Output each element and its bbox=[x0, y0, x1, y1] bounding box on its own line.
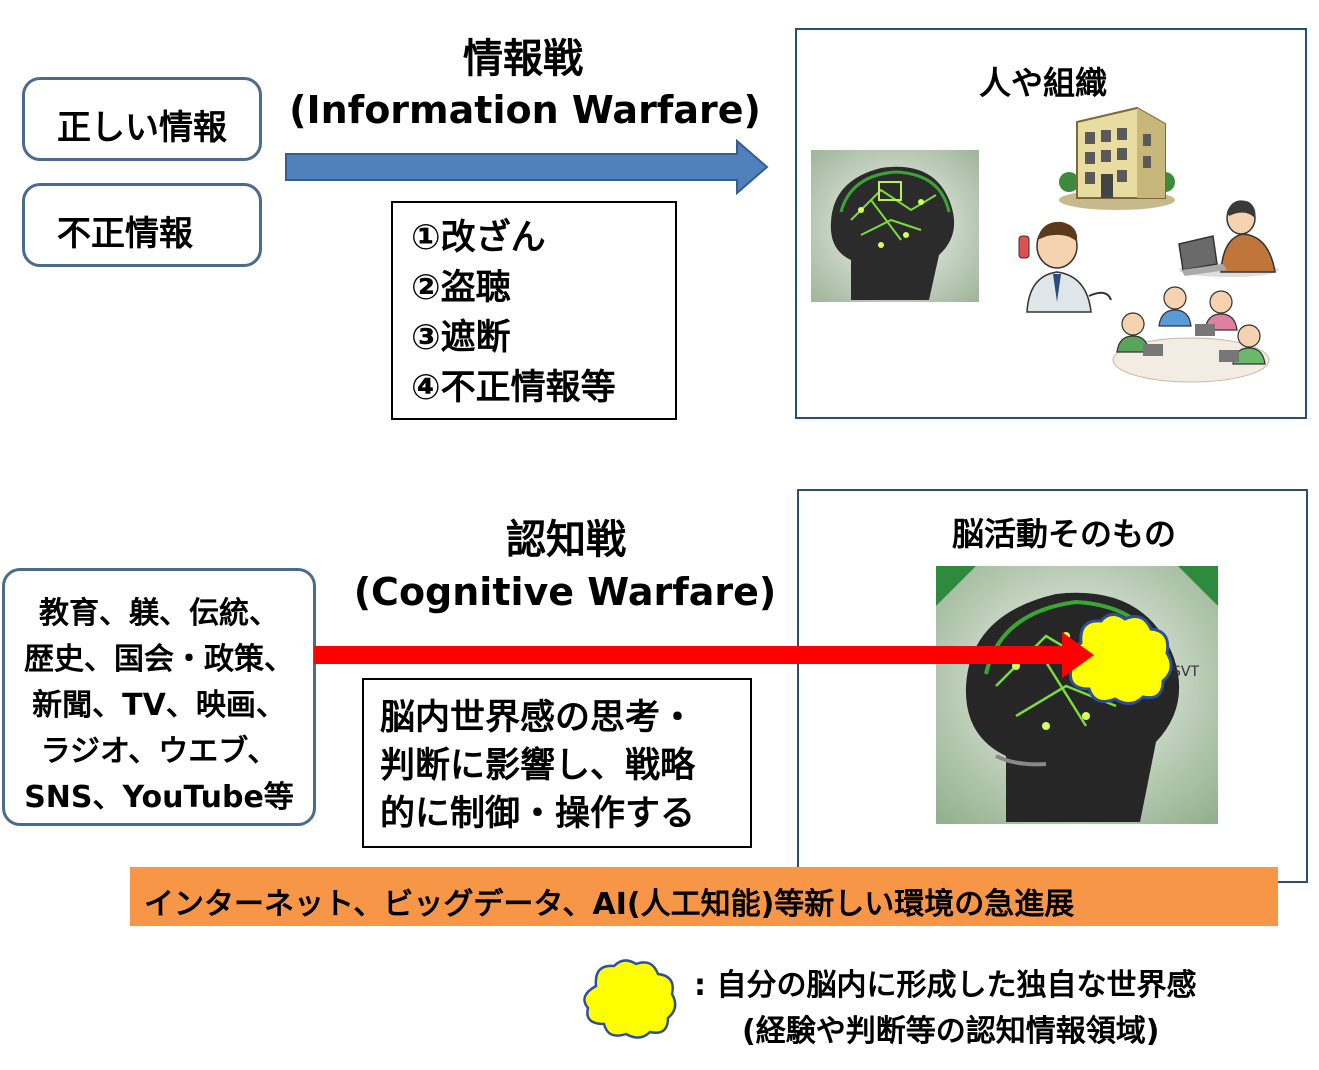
effect-line: 的に制御・操作する bbox=[380, 794, 696, 834]
legend-line-2: (経験や判断等の認知情報領域) bbox=[742, 1014, 1160, 1049]
fraud-info-box: 不正情報 bbox=[22, 183, 262, 267]
correct-info-box: 正しい情報 bbox=[22, 77, 262, 161]
man-on-phone-illustration bbox=[1018, 221, 1112, 313]
brain-activity-box: 脳活動そのもの SVT bbox=[797, 489, 1308, 883]
attack-item: ①改ざん bbox=[411, 218, 546, 258]
brain-activity-label: 脳活動そのもの bbox=[952, 515, 1177, 553]
cog-title-ja: 認知戦 bbox=[506, 517, 626, 563]
source-line: ラジオ、ウエブ、 bbox=[40, 734, 278, 769]
attack-item: ③遮断 bbox=[411, 318, 511, 358]
attack-list-box: ①改ざん ②盗聴 ③遮断 ④不正情報等 bbox=[391, 201, 677, 420]
correct-info-label: 正しい情報 bbox=[57, 108, 227, 148]
info-title-ja: 情報戦 bbox=[463, 36, 583, 82]
source-line: 新聞、TV、映画、 bbox=[32, 688, 286, 723]
source-line: SNS、YouTube等 bbox=[24, 780, 294, 815]
environment-banner-text: インターネット、ビッグデータ、AI(人工知能)等新しい環境の急進展 bbox=[144, 887, 1075, 922]
attack-item: ④不正情報等 bbox=[411, 368, 616, 408]
building-illustration bbox=[1059, 106, 1175, 210]
source-line: 歴史、国会・政策、 bbox=[24, 642, 294, 677]
cog-title-en: (Cognitive Warfare) bbox=[353, 570, 777, 614]
info-title-en: (Information Warfare) bbox=[289, 88, 761, 132]
effect-line: 脳内世界感の思考・ bbox=[380, 698, 696, 738]
meeting-group-illustration bbox=[1112, 286, 1270, 383]
cognitive-effect-box: 脳内世界感の思考・ 判断に影響し、戦略 的に制御・操作する bbox=[362, 678, 752, 848]
fraud-info-label: 不正情報 bbox=[57, 214, 193, 254]
man-at-laptop-illustration bbox=[1178, 200, 1279, 277]
people-org-label: 人や組織 bbox=[979, 64, 1108, 102]
legend-line-1: : 自分の脳内に形成した独自な世界感 bbox=[694, 968, 1197, 1003]
cognitive-sources-box: 教育、躾、伝統、 歴史、国会・政策、 新聞、TV、映画、 ラジオ、ウエブ、 SN… bbox=[2, 568, 316, 826]
people-org-box: 人や組織 bbox=[795, 28, 1307, 419]
source-line: 教育、躾、伝統、 bbox=[39, 596, 279, 631]
svg-text:SVT: SVT bbox=[1172, 664, 1199, 680]
cognitive-arrow bbox=[314, 632, 1094, 678]
environment-banner: インターネット、ビッグデータ、AI(人工知能)等新しい環境の急進展 bbox=[130, 867, 1278, 926]
legend-cloud-icon bbox=[583, 959, 677, 1039]
brain-head-illustration-small bbox=[811, 150, 979, 302]
attack-item: ②盗聴 bbox=[411, 268, 511, 308]
info-arrow bbox=[285, 138, 769, 196]
worldview-cloud bbox=[1065, 613, 1173, 705]
effect-line: 判断に影響し、戦略 bbox=[380, 746, 696, 786]
